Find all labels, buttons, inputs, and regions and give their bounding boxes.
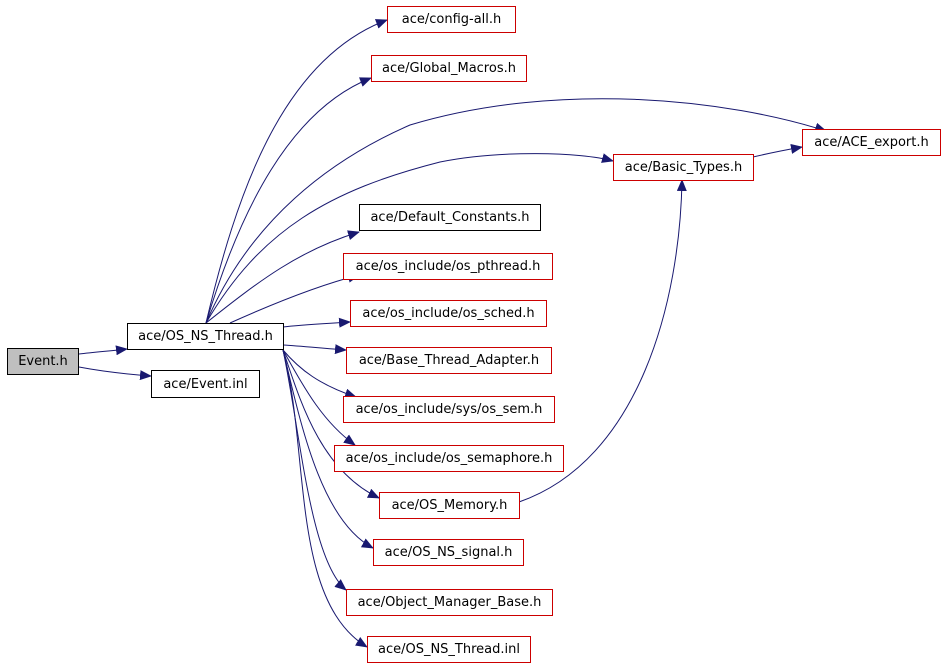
edge-thread-to-os-pthread bbox=[229, 272, 360, 324]
edge-event-to-os-ns-thread bbox=[78, 345, 128, 356]
node-os-ns-thread-h[interactable]: ace/OS_NS_Thread.h bbox=[127, 323, 284, 350]
node-event-inl[interactable]: ace/Event.inl bbox=[151, 370, 260, 398]
node-label: ace/ACE_export.h bbox=[814, 135, 929, 150]
node-label: ace/os_include/sys/os_sem.h bbox=[355, 402, 543, 417]
node-object-manager-base-h[interactable]: ace/Object_Manager_Base.h bbox=[346, 589, 553, 616]
edge-thread-to-ace-export bbox=[205, 98, 827, 324]
node-os-sched-h[interactable]: ace/os_include/os_sched.h bbox=[350, 300, 547, 327]
edge-basic-types-to-ace-export bbox=[752, 143, 803, 158]
edge-thread-to-os-sched bbox=[282, 317, 351, 328]
node-basic-types-h[interactable]: ace/Basic_Types.h bbox=[613, 154, 754, 181]
node-config-all-h[interactable]: ace/config-all.h bbox=[387, 6, 516, 33]
node-label: ace/OS_NS_Thread.inl bbox=[377, 642, 520, 657]
node-os-ns-thread-inl[interactable]: ace/OS_NS_Thread.inl bbox=[367, 636, 531, 663]
node-os-memory-h[interactable]: ace/OS_Memory.h bbox=[379, 492, 520, 519]
node-os-pthread-h[interactable]: ace/os_include/os_pthread.h bbox=[343, 253, 553, 280]
node-label: ace/OS_Memory.h bbox=[391, 498, 508, 513]
node-label: ace/Object_Manager_Base.h bbox=[357, 595, 542, 610]
edge-thread-to-os-sem bbox=[282, 349, 357, 399]
edge-os-memory-to-basic-types bbox=[518, 179, 687, 503]
node-label: ace/Global_Macros.h bbox=[382, 61, 516, 76]
node-os-semaphore-h[interactable]: ace/os_include/os_semaphore.h bbox=[334, 445, 564, 472]
node-event-h: Event.h bbox=[7, 348, 79, 375]
node-label: ace/OS_NS_Thread.h bbox=[138, 329, 273, 344]
node-global-macros-h[interactable]: ace/Global_Macros.h bbox=[371, 55, 527, 82]
node-base-thread-adapter-h[interactable]: ace/Base_Thread_Adapter.h bbox=[346, 347, 552, 374]
node-label: ace/Base_Thread_Adapter.h bbox=[358, 353, 540, 368]
node-label: ace/os_include/os_semaphore.h bbox=[345, 451, 553, 466]
node-label: ace/Default_Constants.h bbox=[370, 210, 530, 225]
node-os-ns-signal-h[interactable]: ace/OS_NS_signal.h bbox=[373, 539, 524, 566]
node-label: ace/os_include/os_pthread.h bbox=[355, 259, 541, 274]
node-os-sem-h[interactable]: ace/os_include/sys/os_sem.h bbox=[343, 396, 555, 423]
edge-thread-to-base-thread-adapter bbox=[282, 344, 347, 355]
node-default-constants-h[interactable]: ace/Default_Constants.h bbox=[359, 204, 541, 231]
node-label: ace/Basic_Types.h bbox=[624, 160, 743, 175]
node-ace-export-h[interactable]: ace/ACE_export.h bbox=[802, 129, 941, 156]
node-label: ace/config-all.h bbox=[401, 12, 502, 27]
node-label: ace/Event.inl bbox=[163, 376, 248, 392]
edge-thread-to-basic-types bbox=[205, 153, 614, 324]
edge-thread-to-os-memory bbox=[282, 349, 380, 499]
edge-thread-to-os-ns-thread-inl bbox=[282, 349, 368, 648]
edge-thread-to-object-manager-base bbox=[282, 349, 347, 591]
edge-thread-to-config-all bbox=[205, 19, 388, 324]
node-label: ace/os_include/os_sched.h bbox=[362, 306, 535, 321]
edge-thread-to-default-constants bbox=[205, 230, 360, 324]
node-label: ace/OS_NS_signal.h bbox=[384, 545, 513, 560]
edge-event-to-event-inl bbox=[78, 366, 152, 381]
node-label: Event.h bbox=[18, 354, 68, 369]
edge-thread-to-os-semaphore bbox=[282, 349, 356, 446]
edge-thread-to-global-macros bbox=[205, 77, 372, 324]
